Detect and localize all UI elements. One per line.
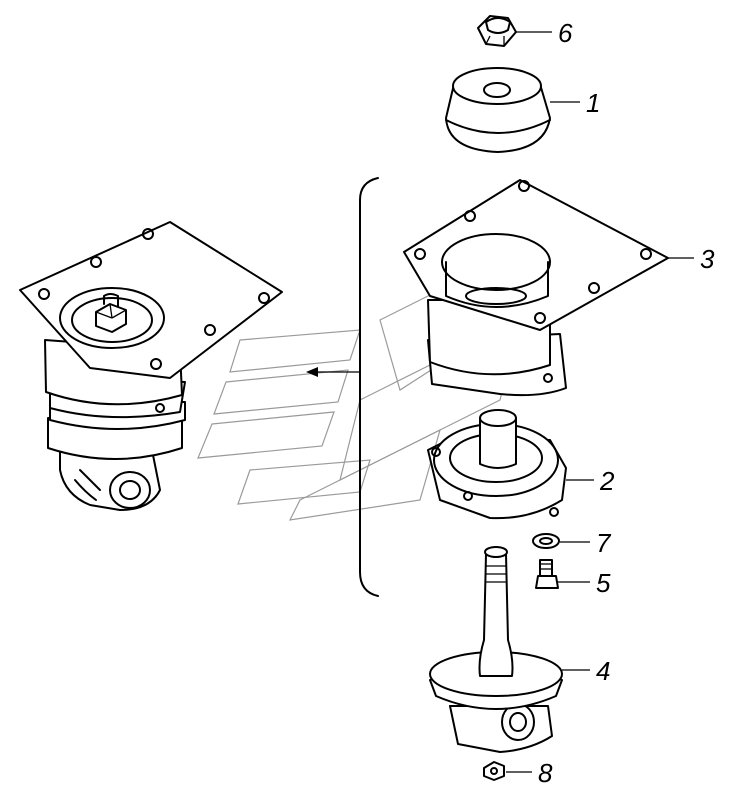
callout-1: 1: [586, 88, 600, 118]
part-2-housing: [427, 409, 567, 520]
callout-8: 8: [538, 758, 553, 788]
callout-7: 7: [596, 528, 612, 558]
callout-4: 4: [596, 656, 610, 686]
part-1-cap: [445, 67, 551, 153]
callout-labels: 6 1 3 2 7 5 4 8: [538, 18, 715, 788]
arrow-left-icon: [306, 367, 318, 377]
assembled-unit: [19, 221, 283, 511]
leader-lines: [506, 31, 694, 773]
part-8-nut: [483, 761, 505, 781]
part-4-pin-base: [429, 546, 563, 753]
assembly-bracket: [306, 177, 379, 597]
callout-3: 3: [700, 244, 715, 274]
callout-5: 5: [596, 568, 611, 598]
callout-2: 2: [599, 466, 615, 496]
part-5-bolt: [535, 559, 559, 589]
part-7-washer: [532, 533, 560, 549]
part-3-bracket: [403, 179, 669, 397]
callout-6: 6: [558, 18, 573, 48]
part-6-nut: [477, 15, 517, 47]
